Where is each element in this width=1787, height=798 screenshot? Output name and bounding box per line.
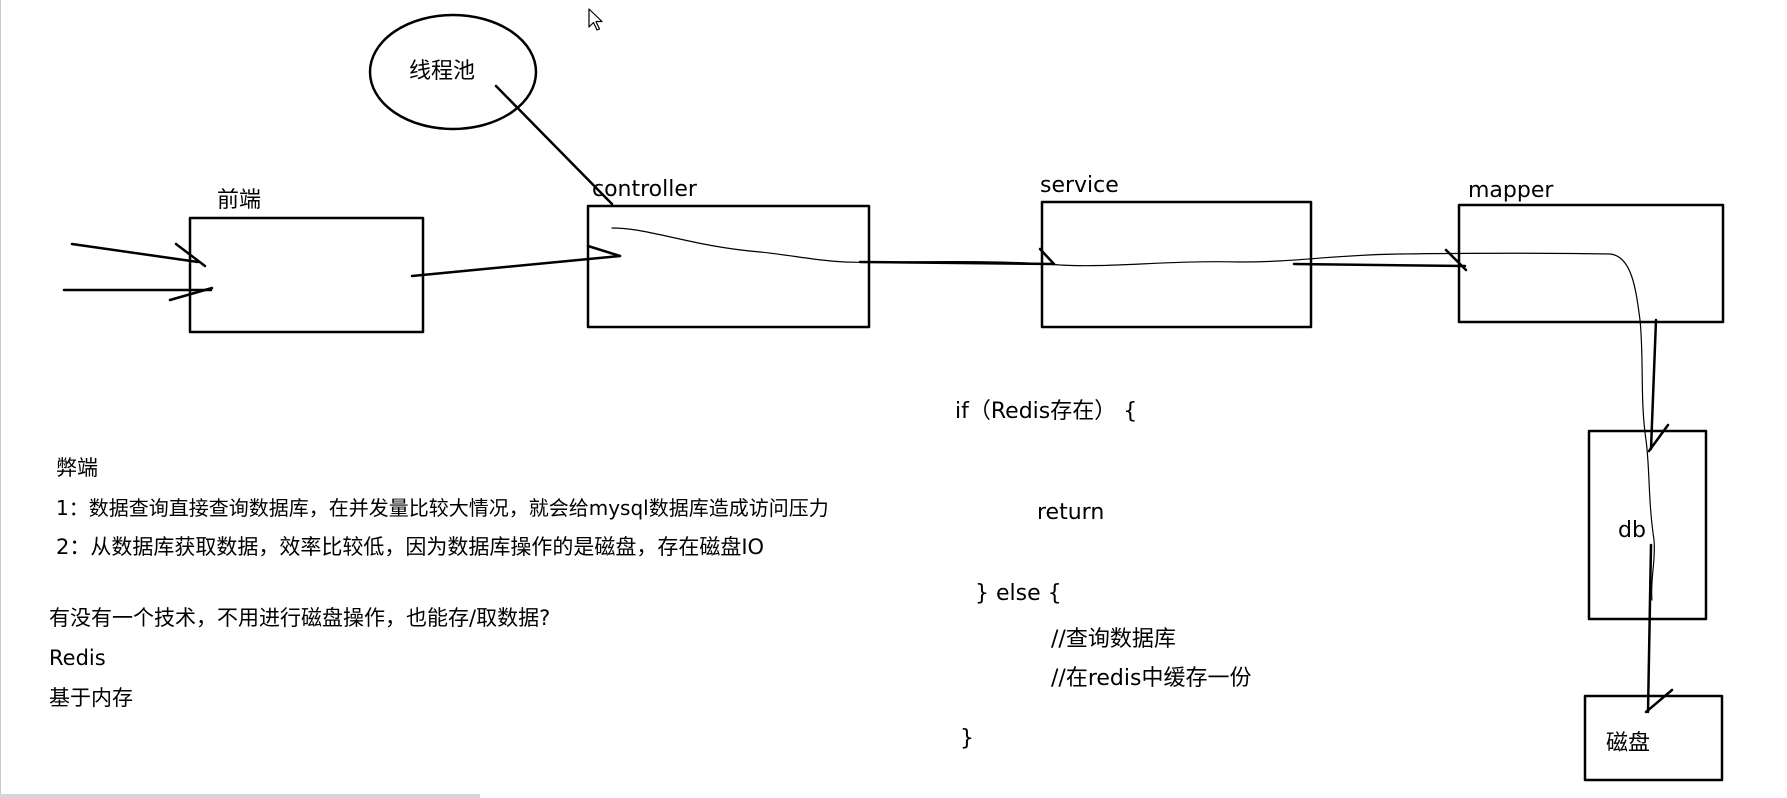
controller-box	[586, 204, 871, 329]
mapper-box	[1457, 203, 1725, 324]
drawback-2: 2：从数据库获取数据，效率比较低，因为数据库操作的是磁盘，存在磁盘IO	[56, 535, 765, 559]
answer-text: Redis	[49, 646, 106, 670]
mouse-pointer-icon	[588, 8, 603, 31]
service-label: service	[1040, 173, 1119, 198]
code-close-brace: }	[960, 726, 974, 751]
service-mapper-arrow	[1292, 262, 1467, 268]
drawbacks-title: 弊端	[56, 456, 98, 480]
thread-pool-label: 线程池	[409, 59, 476, 84]
disk-label: 磁盘	[1606, 731, 1651, 756]
scroll-track	[0, 794, 480, 798]
disk-box	[1583, 694, 1724, 782]
service-box	[1040, 200, 1313, 329]
db-box	[1587, 429, 1708, 621]
window-edge	[0, 0, 1, 798]
frontend-box	[188, 216, 425, 334]
thread-pool-ellipse	[368, 13, 538, 131]
code-return-line: return	[1037, 500, 1105, 525]
question-text: 有没有一个技术，不用进行磁盘操作，也能存/取数据?	[49, 606, 551, 630]
drawback-1: 1：数据查询直接查询数据库，在并发量比较大情况，就会给mysql数据库造成访问压…	[56, 496, 829, 520]
frontend-controller-arrow	[410, 254, 622, 278]
mapper-db-arrow-head	[1647, 423, 1670, 453]
request-arrow-1-head	[174, 242, 207, 268]
frontend-label: 前端	[217, 188, 262, 213]
request-trace-line	[611, 227, 1656, 601]
threadpool-controller-line	[494, 84, 614, 206]
mapper-db-arrow	[1649, 318, 1658, 451]
answer-detail-text: 基于内存	[49, 686, 133, 710]
code-else-line: } else {	[975, 581, 1062, 606]
code-comment-query: //查询数据库	[1051, 627, 1176, 652]
frontend-controller-arrow-head	[586, 244, 622, 258]
mapper-label: mapper	[1468, 178, 1554, 203]
controller-label: controller	[592, 177, 697, 202]
controller-service-arrow-head	[1038, 247, 1056, 266]
request-arrow-1	[70, 242, 200, 264]
db-label: db	[1618, 518, 1646, 543]
db-disk-arrow	[1646, 543, 1653, 714]
code-comment-cache: //在redis中缓存一份	[1051, 666, 1252, 691]
code-if-line: if（Redis存在） {	[955, 399, 1138, 424]
request-arrow-2-head	[168, 286, 214, 302]
db-disk-arrow-head	[1644, 688, 1674, 714]
